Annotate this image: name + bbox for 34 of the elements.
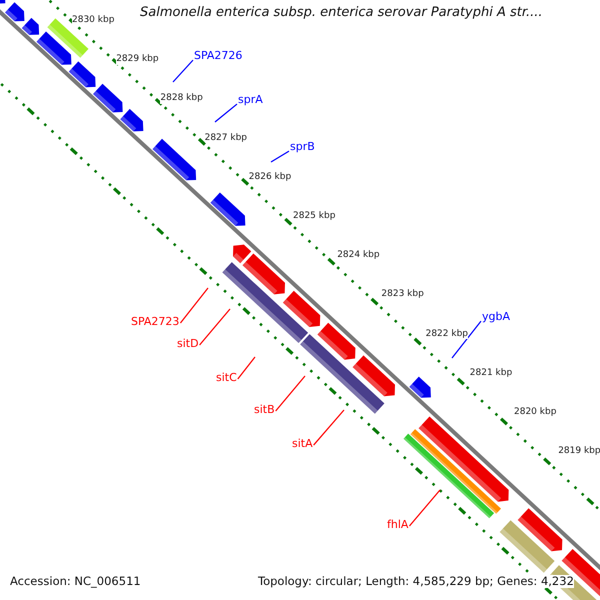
scale-label: 2824 kbp — [337, 251, 380, 262]
scale-label: 2819 kbp — [558, 447, 600, 458]
scale-label: 2830 kbp — [72, 16, 114, 26]
leader-line — [180, 288, 208, 324]
scale-label: 2822 kbp — [426, 330, 468, 340]
gene-label: sitC — [216, 372, 237, 384]
leader-line — [452, 320, 482, 358]
gene-label: SPA2723 — [131, 316, 180, 328]
gene-label: sitD — [177, 338, 199, 350]
gene-label: sitA — [292, 438, 313, 450]
scale-label: 2829 kbp — [116, 55, 159, 66]
scale-label: 2825 kbp — [293, 212, 336, 222]
scale-label: 2827 kbp — [204, 134, 247, 144]
scale-label: 2821 kbp — [470, 368, 512, 379]
leader-line — [199, 308, 230, 346]
gene-label: sprA — [238, 94, 263, 106]
scale-label: 2820 kbp — [514, 408, 556, 418]
leader-line — [270, 150, 290, 163]
leader-line — [237, 356, 256, 380]
title: Salmonella enterica subsp. enterica serovar Paratyphi A str.... — [140, 6, 543, 20]
gene-label: ygbA — [482, 311, 510, 324]
leader-line — [275, 376, 306, 412]
scale-label: 2826 kbp — [248, 172, 292, 183]
leader-line — [214, 104, 238, 122]
footer-text: Accession: NC_006511 — [10, 575, 141, 588]
gene-label: sitB — [254, 404, 275, 416]
scale-label: 2828 kbp — [160, 94, 203, 104]
leader-line — [172, 60, 194, 82]
gene-label: SPA2726 — [194, 50, 242, 62]
leader-line — [313, 410, 344, 446]
gene-label: sprB — [290, 141, 315, 154]
leader-line — [408, 490, 440, 526]
gene-label: fhlA — [387, 519, 408, 532]
scale-label: 2823 kbp — [381, 290, 424, 300]
